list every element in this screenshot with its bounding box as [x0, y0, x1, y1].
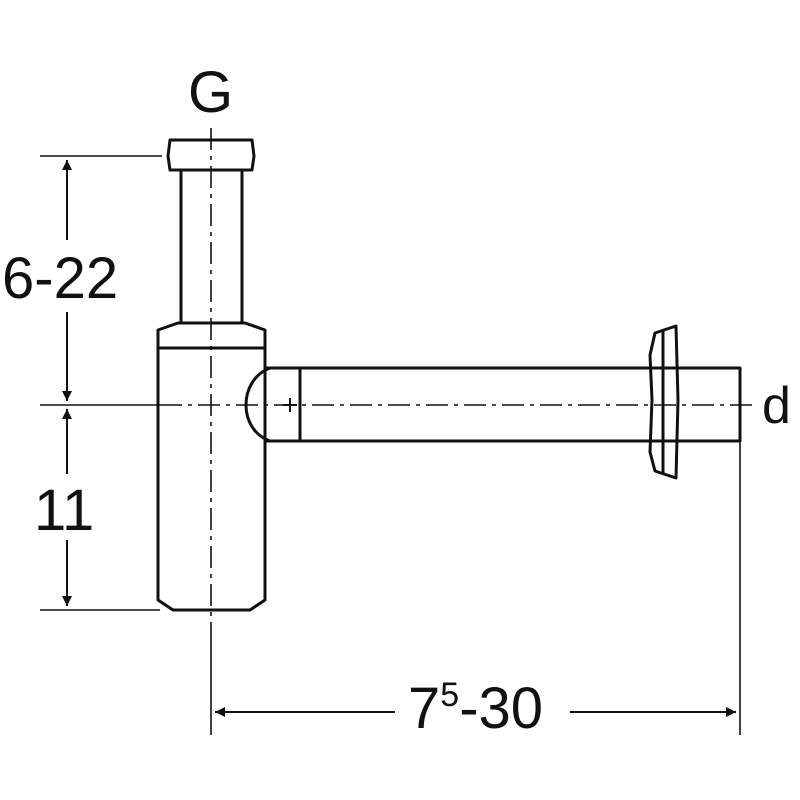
bottle-body [156, 321, 267, 612]
top-cap [166, 138, 256, 172]
center-cross [283, 398, 297, 412]
horizontal-length-base: 7 [408, 676, 441, 741]
horizontal-length-rest: -30 [459, 676, 544, 741]
lower-height-label: 11 [34, 478, 95, 543]
wall-rosette [648, 324, 680, 480]
horizontal-length-label: 75-30 [400, 678, 552, 738]
thread-label: G [188, 60, 234, 125]
upper-height-label: 6-22 [2, 246, 119, 311]
horizontal-length-superscript: 5 [440, 676, 460, 714]
outlet-diameter-label: d [762, 377, 791, 435]
